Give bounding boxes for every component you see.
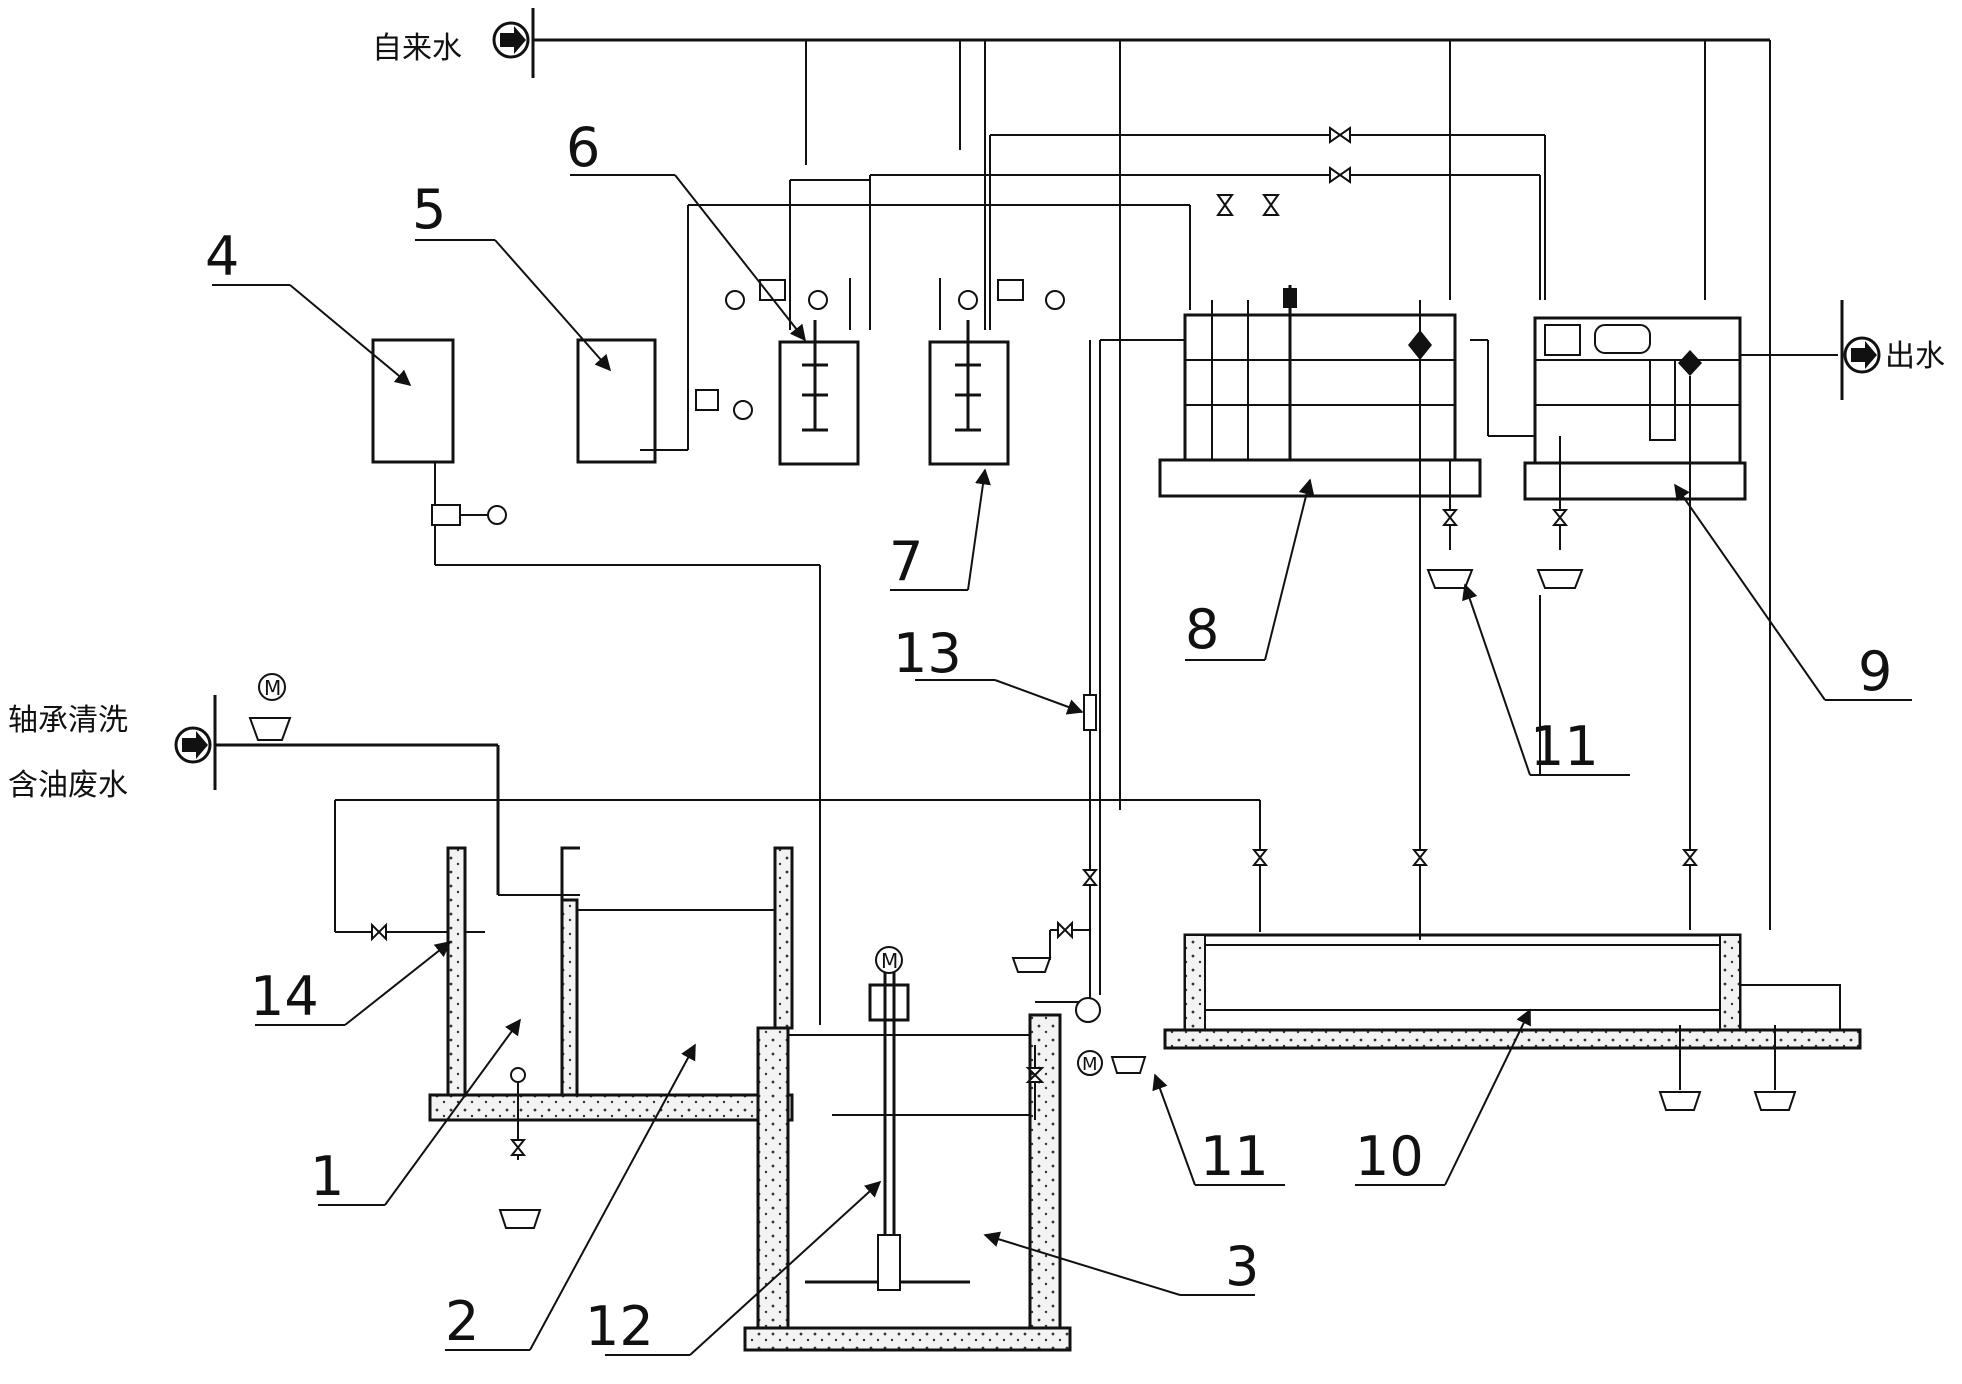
label-6: 6: [566, 116, 600, 179]
motor-label: M: [881, 949, 898, 973]
label-8: 8: [1185, 598, 1219, 661]
motor-label: M: [1082, 1054, 1098, 1075]
pump-icon: [248, 717, 292, 741]
dosing-tank-5: [576, 338, 753, 464]
tap-water-label: 自来水: [372, 31, 462, 66]
label-11-lower: 11: [1200, 1125, 1269, 1188]
treatment-unit-9: [1470, 316, 1747, 930]
label-2: 2: [445, 1290, 479, 1353]
chemical-dosing-network: [652, 126, 1546, 451]
treatment-unit-8: [1099, 285, 1482, 995]
outlet-water: 出水: [1740, 300, 1945, 400]
instrument-gauge-icon: [733, 400, 753, 420]
motor-icon: [1077, 1050, 1103, 1076]
component-labels: 4 5 6 7 8 9 11 13 14 1 2 12 3 11 10: [205, 116, 1892, 1358]
oil-separation-basins: [428, 846, 794, 1229]
transfer-pump-line: M: [1011, 340, 1147, 1076]
instrument-gauge-icon: [487, 505, 507, 525]
reaction-basin-3: M: [743, 946, 1072, 1352]
label-11-upper: 11: [1530, 715, 1599, 778]
outlet-label: 出水: [1885, 339, 1945, 374]
label-7: 7: [889, 530, 923, 593]
leader-lines: [212, 174, 1912, 1356]
label-14: 14: [250, 965, 319, 1028]
wastewater-inlet: 轴承清洗 含油废水 M: [8, 673, 500, 895]
dosing-tank-7: [928, 278, 1065, 466]
label-4: 4: [205, 225, 239, 288]
label-3: 3: [1225, 1235, 1259, 1298]
tap-water-inlet: 自来水: [372, 8, 1770, 78]
motor-label: M: [264, 676, 281, 700]
wastewater-label-line1: 轴承清洗: [8, 703, 128, 738]
wastewater-label-line2: 含油废水: [8, 768, 128, 803]
clear-water-tank-10: [1163, 933, 1862, 1111]
motor-icon: [258, 673, 286, 701]
label-12: 12: [585, 1295, 654, 1358]
label-5: 5: [412, 178, 446, 241]
dosing-tank-4: [371, 338, 821, 1025]
dosing-tank-6: [725, 278, 860, 466]
label-1: 1: [310, 1145, 344, 1208]
label-13: 13: [893, 622, 962, 685]
label-10: 10: [1355, 1125, 1424, 1188]
motor-icon: [875, 946, 903, 974]
label-9: 9: [1858, 640, 1892, 703]
